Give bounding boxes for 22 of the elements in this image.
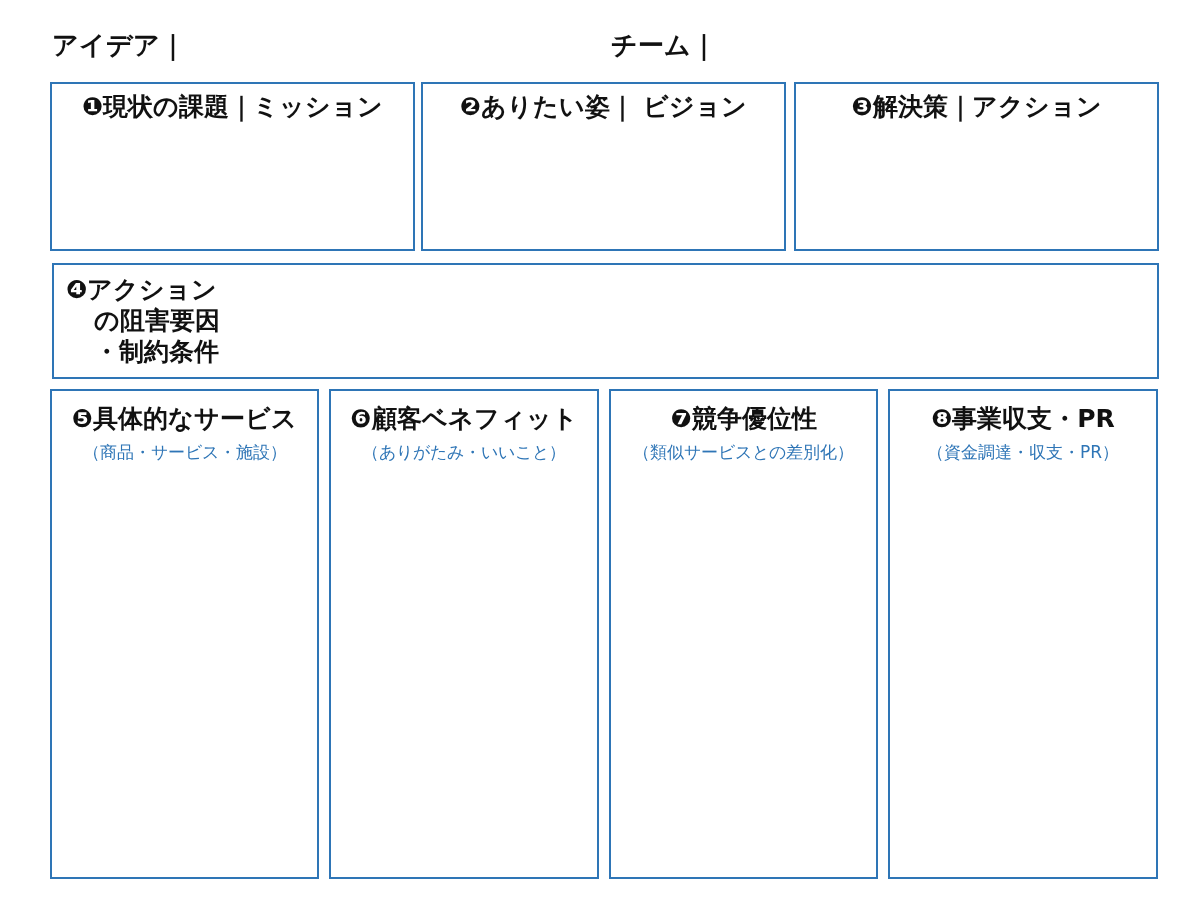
box-heading: ❼競争優位性: [670, 403, 817, 434]
box-subheading: （類似サービスとの差別化）: [633, 441, 854, 464]
field-label: チーム｜: [611, 29, 716, 61]
section-box: [421, 82, 786, 251]
section-box: [794, 82, 1159, 251]
box-heading: ❷ありたい姿｜ ビジョン: [460, 91, 747, 122]
box-heading: ❽事業収支・PR: [931, 403, 1115, 434]
box-heading: ❺具体的なサービス: [71, 403, 298, 434]
section-box: [609, 389, 878, 879]
section-box: [329, 389, 599, 879]
box-heading: ❻顧客ベネフィット: [350, 403, 578, 434]
section-box: [50, 82, 415, 251]
box-heading: ❸解決策｜アクション: [851, 91, 1102, 122]
section-box: [50, 389, 319, 879]
box-heading: ❹アクションの阻害要因・制約条件: [66, 274, 221, 367]
box-subheading: （資金調達・収支・PR）: [926, 441, 1120, 464]
section-box: [888, 389, 1158, 879]
box-subheading: （ありがたみ・いいこと）: [362, 441, 566, 464]
section-box: [52, 263, 1159, 379]
field-label: アイデア｜: [52, 29, 185, 61]
box-heading: ❶現状の課題｜ミッション: [81, 91, 384, 122]
box-subheading: （商品・サービス・施設）: [82, 441, 287, 464]
